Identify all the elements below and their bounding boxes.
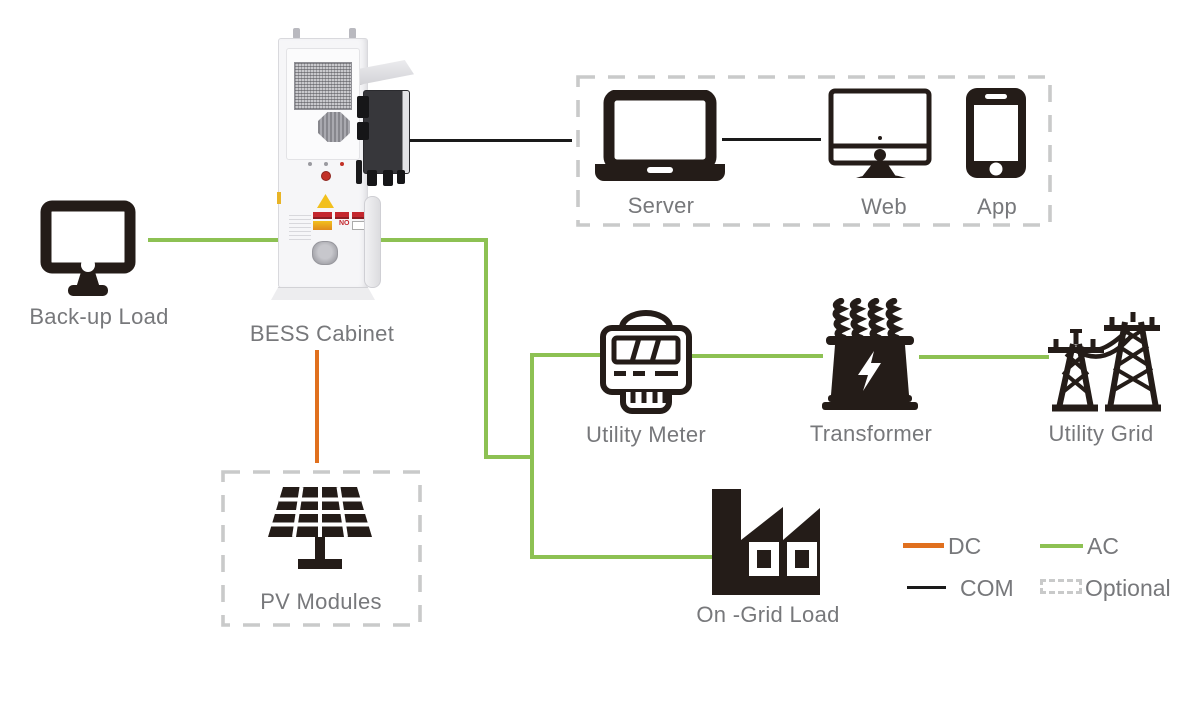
optional-box-pv: [221, 470, 422, 627]
dc-line-cabinet-to-pv: [315, 350, 319, 463]
bess-cabinet-label: BESS Cabinet: [249, 321, 395, 346]
inverter-connector: [357, 122, 369, 140]
optional-box-monitoring: [576, 75, 1052, 227]
legend-dc-label: DC: [948, 533, 982, 559]
inverter-unit: [363, 90, 410, 174]
smartphone-icon: [966, 88, 1026, 178]
inverter-connector: [397, 170, 405, 184]
ac-line-junction-vertical-1: [484, 238, 488, 459]
server-label: Server: [627, 193, 695, 218]
backup-load-label: Back-up Load: [29, 304, 169, 329]
transmission-tower-icon: [1048, 312, 1161, 412]
cabinet-handle-slot: [356, 160, 362, 184]
on-grid-load-label: On -Grid Load: [696, 602, 840, 627]
emergency-stop-button: [321, 171, 331, 181]
cabinet-eyebolt: [293, 28, 300, 39]
legend-com-label: COM: [960, 575, 1014, 601]
ac-line-junction-horizontal: [484, 455, 534, 459]
desktop-computer-icon: [828, 88, 932, 178]
monitor-icon: [40, 200, 136, 296]
utility-meter-label: Utility Meter: [585, 422, 707, 447]
cabinet-octagon-vent: [318, 112, 350, 142]
indicator-light: [308, 162, 312, 166]
indicator-light: [324, 162, 328, 166]
com-line-server-to-web: [722, 138, 821, 141]
ac-line-junction-vertical-2: [530, 353, 534, 559]
legend-optional-box-swatch: [1040, 579, 1082, 594]
indicator-light: [340, 162, 344, 166]
warning-sticker: [352, 212, 366, 219]
inverter-connector: [357, 96, 369, 118]
utility-grid-label: Utility Grid: [1048, 421, 1154, 446]
side-conduit: [364, 196, 381, 288]
laptop-icon: [595, 90, 725, 181]
transformer-icon: [822, 298, 918, 410]
bess-cabinet-photo: NO: [265, 24, 415, 304]
inverter-connector: [383, 170, 393, 186]
ac-line-meter-to-transformer: [692, 354, 823, 358]
warning-sticker: [335, 212, 349, 219]
ac-line-to-utility-meter: [530, 353, 604, 357]
spec-label-text: [289, 214, 311, 240]
warning-sticker: [313, 212, 332, 219]
factory-icon: [712, 489, 820, 595]
cabinet-eyebolt: [349, 28, 356, 39]
solar-panel-icon: [268, 486, 372, 569]
legend-dc-line-swatch: [903, 543, 944, 548]
app-label: App: [976, 194, 1018, 219]
legend-ac-label: AC: [1087, 533, 1119, 559]
electric-meter-icon: [600, 310, 692, 414]
cabinet-vent-grille: [294, 62, 352, 110]
web-label: Web: [861, 194, 907, 219]
pv-modules-label: PV Modules: [260, 589, 382, 614]
legend-optional-label: Optional: [1085, 575, 1171, 601]
cable-gland: [312, 241, 338, 265]
inverter-connector: [367, 170, 377, 186]
side-sticker: [277, 192, 281, 204]
legend-com-line-swatch: [907, 586, 946, 589]
ac-line-transformer-to-grid: [919, 355, 1049, 359]
cabinet-base: [271, 287, 375, 300]
legend-ac-line-swatch: [1040, 544, 1083, 548]
ac-line-to-ongrid-load: [530, 555, 714, 559]
transformer-label: Transformer: [809, 421, 933, 446]
no-entry-sticker: NO: [339, 220, 350, 227]
com-line-cabinet-to-server: [400, 139, 572, 142]
caution-sticker: [313, 221, 332, 230]
